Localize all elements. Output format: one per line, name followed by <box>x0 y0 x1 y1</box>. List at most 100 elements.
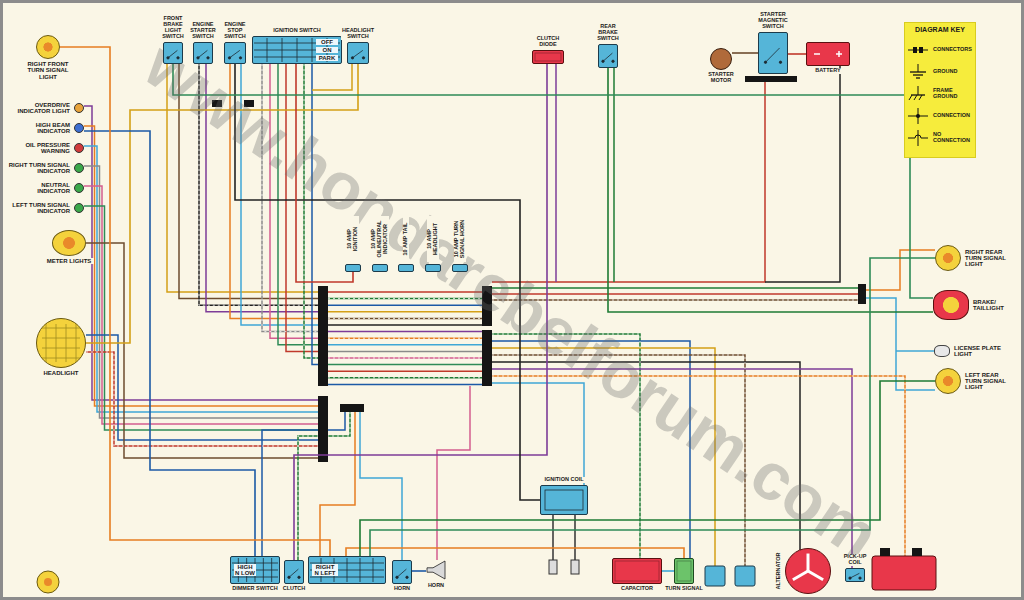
part-label: IGNITION COIL <box>539 477 589 483</box>
switch-box: CLUTCH <box>284 560 304 584</box>
spark-plugs <box>549 515 579 574</box>
turn-signal-relay: TURN SIGNAL <box>674 558 694 584</box>
part-label: 10 AMP TAIL <box>403 216 409 262</box>
wire <box>866 250 935 290</box>
switch-pin <box>167 57 169 59</box>
symbol-line <box>911 94 925 95</box>
wire-stripe <box>328 377 482 378</box>
part-label: BRAKE/ TAILLIGHT <box>972 299 1018 312</box>
part-art <box>74 103 84 113</box>
switch-pin <box>362 57 364 59</box>
part-symbol <box>615 561 659 581</box>
wire-connector <box>296 64 353 282</box>
switch-position-label: HIGH N LOW <box>234 564 256 577</box>
wire-stripe <box>199 64 318 305</box>
wire-connector <box>294 64 547 560</box>
wire <box>328 311 482 313</box>
fuse: 10 AMP TAIL <box>398 264 414 272</box>
wire <box>328 337 482 339</box>
part-art <box>452 264 468 272</box>
symbol-line <box>910 71 926 72</box>
wire <box>241 64 318 325</box>
part-label: REAR BRAKE SWITCH <box>591 24 625 42</box>
wire-connector <box>173 64 933 298</box>
wire-bundle <box>84 64 935 568</box>
legend-row: NO CONNECTION <box>906 128 974 148</box>
pickup-coil: PICK-UP COIL <box>845 568 865 582</box>
part-label: HORN <box>423 583 449 589</box>
wire <box>328 370 482 372</box>
turn-signal-lamp <box>37 571 59 593</box>
part-art <box>598 44 618 68</box>
part-art <box>392 560 412 584</box>
switch-blade <box>603 53 612 61</box>
part-label: CLUTCH DIODE <box>528 36 568 48</box>
symbol-line <box>909 95 912 100</box>
legend-symbol-group <box>908 130 928 146</box>
case-inset <box>535 53 561 61</box>
lens-line <box>42 328 80 329</box>
legend-label: CONNECTION <box>932 113 974 119</box>
wire <box>328 344 482 346</box>
part-label: STARTER MOTOR <box>699 72 743 84</box>
part-label: LICENSE PLATE LIGHT <box>953 345 1003 358</box>
meter-lamp: METER LIGHTS <box>52 230 86 256</box>
tail-lamp: BRAKE/ TAILLIGHT <box>933 290 969 320</box>
wire <box>437 386 470 560</box>
part-art <box>934 345 950 357</box>
fuse: 10 AMP IGNITION <box>345 264 361 272</box>
spark-plug <box>549 560 557 574</box>
wire-connector <box>732 52 758 54</box>
switch-pin <box>197 57 199 59</box>
lens-line <box>66 324 67 362</box>
part-art <box>785 548 831 594</box>
wire <box>328 298 482 300</box>
watermark: www.hondarebelforum.com <box>132 26 893 574</box>
ignition-coil: IGNITION COIL <box>540 485 588 515</box>
wire-connector <box>662 570 674 572</box>
horn: HORN <box>426 560 448 582</box>
symbol-block <box>913 47 917 53</box>
spark-unit-box <box>872 556 936 590</box>
legend-symbol <box>906 41 930 59</box>
switch-blade <box>198 50 207 57</box>
legend-symbol <box>906 129 930 147</box>
terminal-mark <box>814 53 820 55</box>
plug-lead <box>574 515 576 560</box>
turn-signal-switch: RIGHT N LEFT <box>308 556 386 584</box>
switch-pin <box>764 61 766 63</box>
wire <box>270 64 318 338</box>
wire <box>492 355 745 566</box>
part-art <box>74 183 84 193</box>
wire-stripe <box>492 376 905 556</box>
part-symbol <box>288 569 300 578</box>
wire-stripe <box>492 334 640 558</box>
horn-symbol <box>427 561 445 579</box>
part-label: NEUTRAL INDICATOR <box>7 182 71 195</box>
switch-pin <box>406 576 408 578</box>
symbol-line <box>918 130 919 146</box>
grid-line <box>271 558 272 582</box>
part-art <box>674 558 694 584</box>
battery: BATTERY <box>806 42 850 66</box>
switch-blade <box>766 48 780 62</box>
part-art <box>933 290 969 320</box>
stator-arm <box>808 571 823 580</box>
legend-symbol <box>906 85 930 103</box>
connector-block <box>482 286 492 326</box>
symbol-dot <box>916 114 920 118</box>
wire-stripe <box>262 64 318 332</box>
connector-block <box>340 404 364 412</box>
connector-box <box>705 566 725 586</box>
part-art <box>710 48 732 70</box>
plug-lead <box>552 515 554 560</box>
fuse: 10 AMP OIL/NEUTRAL INDICATOR <box>372 264 388 272</box>
wire <box>328 364 482 366</box>
switch-position-label: OFF <box>316 39 338 45</box>
part-art <box>52 230 86 256</box>
symbol-block <box>919 47 923 53</box>
wire <box>328 384 482 386</box>
wire <box>179 64 318 299</box>
part-symbol <box>427 561 445 579</box>
connector-block <box>858 284 866 304</box>
